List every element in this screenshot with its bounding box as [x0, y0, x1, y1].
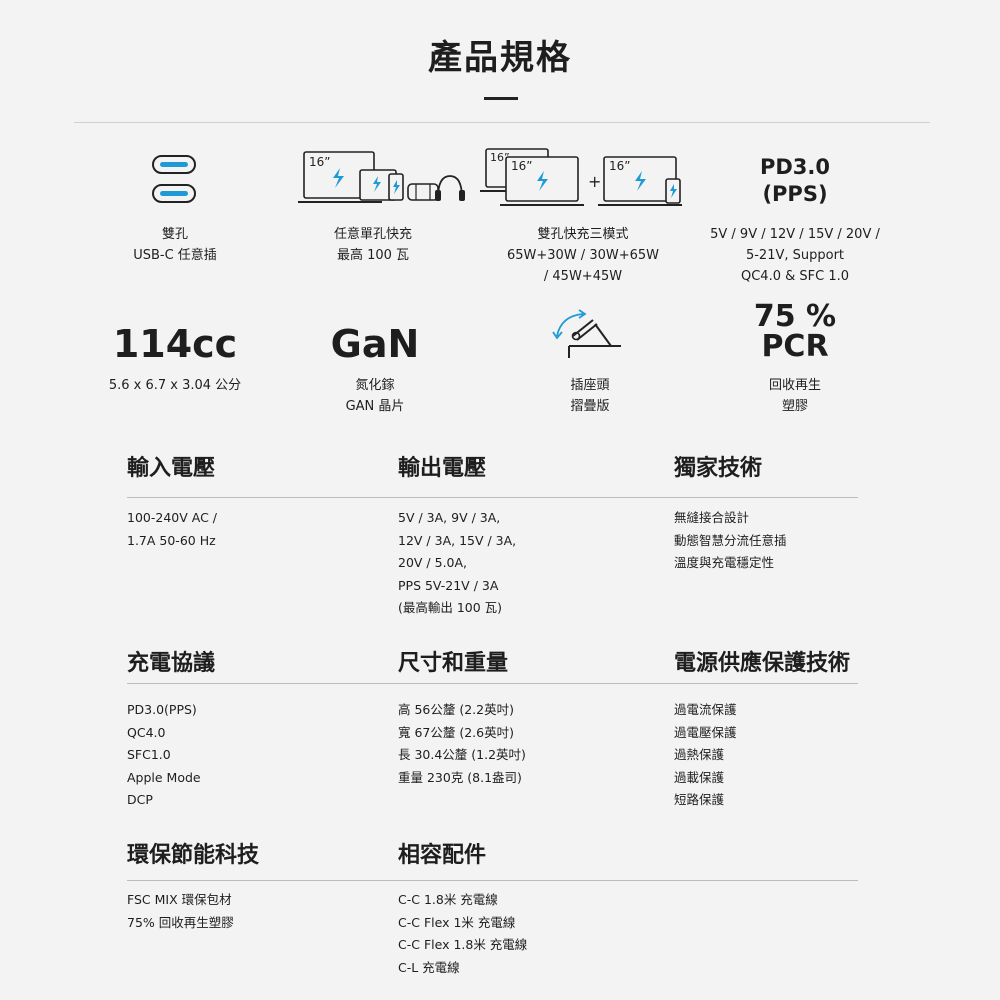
charging-protocol-heading: 充電協議: [127, 651, 216, 676]
label-line: 雙孔快充三模式: [537, 227, 629, 242]
output-voltage-body: 5V / 3A, 9V / 3A, 12V / 3A, 15V / 3A, 20…: [398, 510, 517, 615]
eco-tech-body: FSC MIX 環保包材 75% 回收再生塑膠: [127, 892, 234, 930]
output-voltage-heading: 輸出電壓: [398, 456, 487, 481]
header-divider: [74, 122, 930, 123]
label-line: 插座頭: [570, 378, 610, 393]
label-line: 氮化鎵: [355, 378, 395, 393]
power-protection-body: 過電流保護 過電壓保護 過熱保護 過載保護 短路保護: [674, 702, 737, 807]
label-line: 最高 100 瓦: [336, 248, 410, 263]
laptop-size-label: 16”: [609, 159, 631, 173]
feature-single-port-label: 任意單孔快充 最高 100 瓦: [278, 224, 468, 266]
size-weight-heading: 尺寸和重量: [398, 651, 509, 676]
laptop-size-label: 16”: [511, 159, 533, 173]
label-line: 摺疊版: [570, 399, 610, 414]
label-line: / 45W+45W: [543, 269, 623, 284]
feature-dual-mode-label: 雙孔快充三模式 65W+30W / 30W+65W / 45W+45W: [478, 224, 688, 287]
label-line: QC4.0 & SFC 1.0: [741, 269, 849, 284]
label-line: 65W+30W / 30W+65W: [506, 248, 659, 263]
dual-usbc-port-icon: [152, 155, 196, 203]
label-line: 塑膠: [781, 399, 808, 414]
dual-laptop-icon: 16” 16” + 16”: [480, 148, 682, 206]
feature-pd-label: 5V / 9V / 12V / 15V / 20V / 5-21V, Suppo…: [675, 224, 915, 287]
charging-protocol-body: PD3.0(PPS) QC4.0 SFC1.0 Apple Mode DCP: [127, 702, 201, 807]
label-line: 任意單孔快充: [333, 227, 412, 242]
feature-dual-port-label: 雙孔 USB-C 任意插: [80, 224, 270, 266]
laptop-size-label: 16”: [490, 151, 510, 164]
headline-line: (PPS): [762, 182, 828, 206]
plus-sign: +: [588, 172, 601, 191]
label-line: GAN 晶片: [345, 399, 405, 414]
feature-plug-label: 插座頭 摺疊版: [495, 375, 685, 417]
pd-headline: PD3.0 (PPS): [700, 154, 890, 208]
section-divider: [127, 497, 858, 498]
title-underline: [484, 97, 518, 100]
input-voltage-body: 100-240V AC / 1.7A 50-60 Hz: [127, 510, 217, 548]
feature-gan-label: 氮化鎵 GAN 晶片: [290, 375, 460, 417]
section-divider: [127, 880, 858, 881]
headline-line: 75 %: [753, 299, 837, 334]
laptop-size-label: 16”: [309, 155, 331, 169]
page-title: 產品規格: [428, 38, 572, 78]
exclusive-tech-heading: 獨家技術: [674, 456, 763, 481]
label-line: USB-C 任意插: [133, 248, 217, 263]
gan-headline: GaN: [330, 322, 420, 366]
foldable-plug-icon: [552, 309, 621, 358]
feature-volume-label: 5.6 x 6.7 x 3.04 公分: [70, 375, 280, 396]
volume-headline: 114cc: [112, 322, 238, 366]
section-divider: [127, 683, 858, 684]
input-voltage-heading: 輸入電壓: [127, 456, 216, 481]
size-weight-body: 高 56公釐 (2.2英吋) 寬 67公釐 (2.6英吋) 長 30.4公釐 (…: [398, 702, 526, 785]
exclusive-tech-body: 無縫接合設計 動態智慧分流任意插 溫度與充電穩定性: [674, 510, 787, 570]
power-protection-heading: 電源供應保護技術: [674, 651, 851, 676]
label-line: 5V / 9V / 12V / 15V / 20V /: [710, 227, 880, 242]
label-line: 5.6 x 6.7 x 3.04 公分: [108, 378, 242, 393]
eco-tech-heading: 環保節能科技: [127, 843, 260, 868]
label-line: 雙孔: [161, 227, 188, 242]
pcr-headline: 75 % PCR: [700, 302, 890, 362]
headline-line: PCR: [761, 329, 829, 364]
label-line: 5-21V, Support: [745, 248, 845, 263]
headline-line: PD3.0: [759, 155, 831, 179]
accessories-body: C-C 1.8米 充電線 C-C Flex 1米 充電線 C-C Flex 1.…: [398, 892, 528, 975]
single-port-devices-icon: 16”: [298, 151, 465, 203]
accessories-heading: 相容配件: [398, 843, 487, 868]
label-line: 回收再生: [768, 378, 821, 393]
feature-pcr-label: 回收再生 塑膠: [700, 375, 890, 417]
